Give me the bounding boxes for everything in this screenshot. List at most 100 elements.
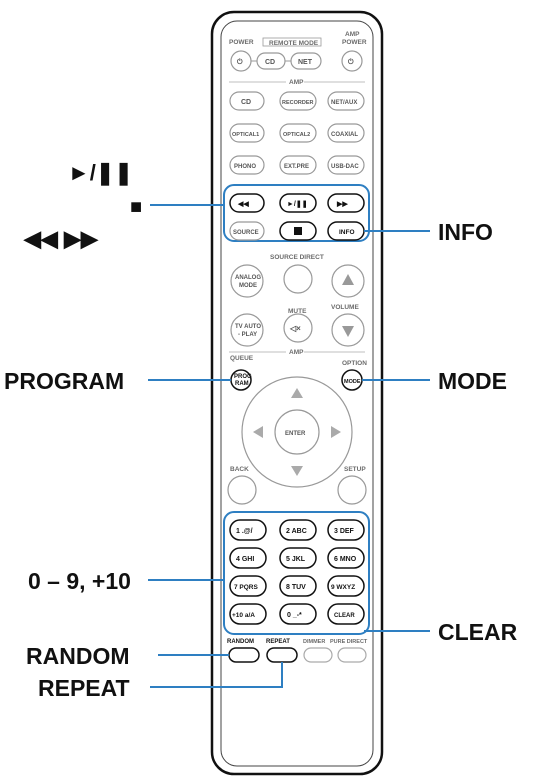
- mode-button[interactable]: MODE: [341, 369, 363, 391]
- svg-text:COAXIAL: COAXIAL: [331, 132, 358, 138]
- info-button[interactable]: INFO: [327, 221, 365, 241]
- callout-info: INFO: [438, 219, 493, 245]
- svg-text:OPTICAL2: OPTICAL2: [283, 132, 310, 138]
- pure-direct-button[interactable]: [337, 647, 367, 663]
- repeat-label: REPEAT: [266, 639, 290, 645]
- input-cd-button[interactable]: CD: [229, 91, 265, 111]
- input-coaxial-button[interactable]: COAXIAL: [327, 123, 365, 143]
- callout-skip: ◀◀ ▶▶: [23, 226, 99, 251]
- num-4-button[interactable]: 4 GHI: [229, 547, 267, 569]
- amp-power-button[interactable]: ⏻: [341, 50, 363, 72]
- enter-button[interactable]: [274, 409, 320, 455]
- svg-text:RECORDER: RECORDER: [282, 100, 314, 106]
- callout-mode: MODE: [438, 368, 507, 394]
- repeat-button[interactable]: [266, 647, 298, 663]
- right-arrow-icon: [331, 426, 341, 438]
- input-optical1-button[interactable]: OPTICAL1: [229, 123, 265, 143]
- num-8-button[interactable]: 8 TUV: [279, 575, 317, 597]
- option-label: OPTION: [342, 360, 367, 367]
- num-7-button[interactable]: 7 PQRS: [229, 575, 267, 597]
- power-button[interactable]: ⏻: [230, 50, 252, 72]
- input-phono-button[interactable]: PHONO: [229, 155, 265, 175]
- svg-text:3 DEF: 3 DEF: [334, 528, 355, 535]
- source-direct-button[interactable]: [283, 264, 313, 294]
- num-plus10-button[interactable]: +10 a/A: [229, 603, 267, 625]
- callout-repeat: REPEAT: [38, 675, 130, 701]
- svg-text:OPTICAL1: OPTICAL1: [232, 132, 259, 138]
- amp-power-label-2: POWER: [342, 39, 367, 46]
- queue-label: QUEUE: [230, 355, 254, 362]
- transport-highlight-box: [223, 184, 370, 242]
- skip-forward-button[interactable]: ▶▶: [327, 193, 365, 213]
- svg-text:0 _-*: 0 _-*: [287, 612, 302, 619]
- left-arrow-icon: [253, 426, 263, 438]
- volume-up-button[interactable]: [331, 264, 365, 298]
- remote-mode-label: REMOTE MODE: [269, 40, 319, 47]
- remote-mode-frame: [262, 37, 322, 47]
- clear-button[interactable]: CLEAR: [327, 603, 365, 625]
- cd-mode-button[interactable]: CD: [256, 52, 286, 70]
- svg-text:EXT.PRE: EXT.PRE: [284, 164, 309, 170]
- svg-text:TV AUTO: TV AUTO: [235, 324, 261, 330]
- svg-text:4 GHI: 4 GHI: [236, 556, 254, 563]
- down-arrow-icon: [291, 466, 303, 476]
- num-3-button[interactable]: 3 DEF: [327, 519, 365, 541]
- num-6-button[interactable]: 6 MNO: [327, 547, 365, 569]
- play-pause-icon: ►/❚❚: [287, 200, 308, 208]
- random-button[interactable]: [228, 647, 260, 663]
- callout-play-pause: ►/❚❚: [68, 160, 133, 186]
- analog-mode-button[interactable]: ANALOG MODE: [230, 264, 264, 298]
- setup-button[interactable]: [337, 475, 367, 505]
- mute-button[interactable]: ◁×: [283, 313, 313, 343]
- svg-text:5 JKL: 5 JKL: [286, 556, 306, 563]
- input-optical2-button[interactable]: OPTICAL2: [279, 123, 317, 143]
- mute-label: MUTE: [288, 308, 307, 315]
- skip-back-button[interactable]: ◀◀: [229, 193, 265, 213]
- volume-down-icon: [342, 326, 354, 337]
- svg-text:6 MNO: 6 MNO: [334, 556, 357, 563]
- net-mode-button[interactable]: NET: [290, 52, 322, 70]
- svg-text:9 WXYZ: 9 WXYZ: [331, 584, 355, 591]
- volume-down-button[interactable]: [331, 313, 365, 347]
- dpad[interactable]: ENTER: [241, 376, 353, 488]
- input-ext-pre-button[interactable]: EXT.PRE: [279, 155, 317, 175]
- input-net-aux-button[interactable]: NET/AUX: [327, 91, 365, 111]
- stop-button[interactable]: [279, 221, 317, 241]
- svg-text:CD: CD: [265, 59, 275, 66]
- svg-text:RAM: RAM: [235, 381, 249, 387]
- num-1-button[interactable]: 1 .@/: [229, 519, 267, 541]
- program-button[interactable]: PROG RAM: [230, 369, 252, 391]
- num-2-button[interactable]: 2 ABC: [279, 519, 317, 541]
- stop-icon: [294, 227, 302, 235]
- input-recorder-button[interactable]: RECORDER: [279, 91, 317, 111]
- random-label: RANDOM: [227, 639, 254, 645]
- back-label: BACK: [230, 466, 249, 473]
- setup-label: SETUP: [344, 466, 366, 473]
- num-9-button[interactable]: 9 WXYZ: [327, 575, 365, 597]
- source-button[interactable]: SOURCE: [229, 221, 265, 241]
- source-direct-label: SOURCE DIRECT: [270, 254, 324, 261]
- svg-text:+10 a/A: +10 a/A: [232, 612, 255, 619]
- svg-text:CD: CD: [241, 99, 251, 106]
- svg-text:ENTER: ENTER: [285, 431, 306, 437]
- leader-lines: [148, 204, 430, 688]
- svg-text:PHONO: PHONO: [234, 164, 256, 170]
- num-0-button[interactable]: 0 _-*: [279, 603, 317, 625]
- dimmer-button[interactable]: [303, 647, 333, 663]
- play-pause-button[interactable]: ►/❚❚: [279, 193, 317, 213]
- dimmer-label: DIMMER: [303, 639, 325, 645]
- svg-text:PROG: PROG: [234, 374, 252, 380]
- volume-up-icon: [342, 274, 354, 285]
- back-button[interactable]: [227, 475, 257, 505]
- mute-icon: ◁×: [289, 324, 301, 333]
- svg-text:1 .@/: 1 .@/: [236, 528, 253, 535]
- leader-repeat: [150, 662, 283, 688]
- numpad-highlight-box: [223, 511, 370, 635]
- input-usb-dac-button[interactable]: USB-DAC: [327, 155, 365, 175]
- num-5-button[interactable]: 5 JKL: [279, 547, 317, 569]
- skip-back-icon: ◀◀: [237, 201, 249, 208]
- svg-text:MODE: MODE: [344, 379, 361, 385]
- tv-auto-play-button[interactable]: TV AUTO - PLAY: [230, 313, 264, 347]
- volume-label: VOLUME: [331, 304, 359, 311]
- svg-text:8 TUV: 8 TUV: [286, 584, 306, 591]
